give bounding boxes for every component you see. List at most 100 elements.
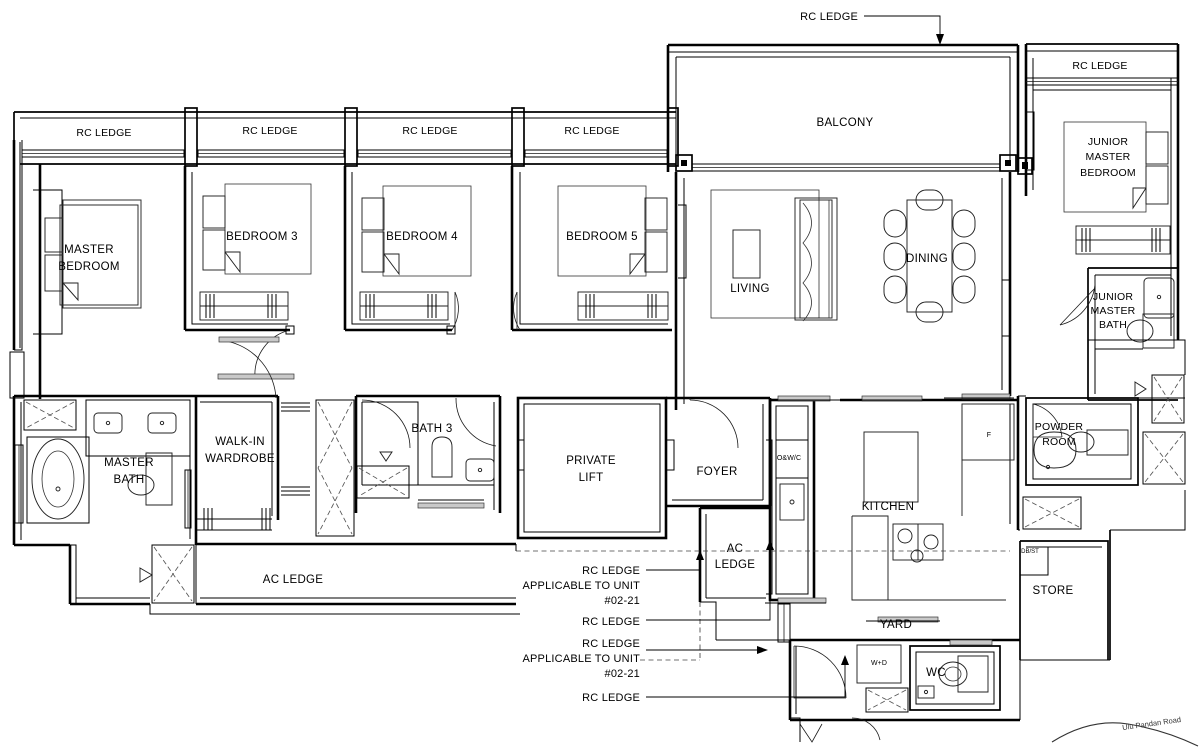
rc-ledge-label-1: RC LEDGE [76,127,131,139]
rc-ledge-leader-2 [646,540,774,621]
label-master-bedroom: MASTER BEDROOM [58,244,120,273]
room-label-yard: YARD [880,619,912,631]
rc-ledge-label-4: RC LEDGE [564,125,619,137]
rc-ledge-leader-4 [646,655,849,698]
rc-ledge-balcony-leader: RC LEDGE [800,11,944,45]
tile-panel-2 [1142,431,1186,485]
ac-ledge-left [149,542,520,615]
corridor-tile-strip [315,399,355,537]
annotation-rc-ledge-unit-1: RC LEDGE APPLICABLE TO UNIT #02-21 [522,565,640,607]
room-label-foyer: FOYER [696,466,737,478]
room-junior-master-bath [1059,267,1178,401]
fixture-label-fridge: F [987,432,991,439]
room-label-master-bedroom-l1: MASTER [64,244,114,256]
room-store [1019,530,1111,660]
shaft-o-and-wc [765,395,840,643]
room-label-kitchen: KITCHEN [862,501,915,513]
rc-ledge-label-5: RC LEDGE [1072,60,1127,72]
wardrobe-hatch-junior [1081,228,1161,252]
master-bath-shower-tile [23,399,77,431]
room-yard [788,638,1020,743]
furniture-living [710,189,838,322]
balcony-post-right [999,154,1017,172]
annotation-rc-ledge-2: RC LEDGE [582,616,640,628]
label-walk-in-wardrobe: WALK-IN WARDROBE [205,436,275,465]
wardrobe-hatch-bedroom5 [585,294,657,318]
room-label-wiw-l1: WALK-IN [215,436,265,448]
rc-ledge-leader-1 [646,550,704,571]
window-rails-top [21,149,668,158]
room-label-jmb-l2: MASTER [1086,151,1131,163]
label-private-lift: PRIVATE LIFT [566,455,616,484]
annotation-rc-ledge-unit-3: RC LEDGE APPLICABLE TO UNIT #02-21 [522,638,640,680]
furniture-dining [883,189,976,323]
bath3-shower-tile [356,465,410,499]
room-label-powder-l1: POWDER [1035,421,1084,433]
room-foyer [666,396,772,508]
room-label-jmb-l1: JUNIOR [1088,136,1129,148]
room-junior-master-bedroom [1017,43,1180,340]
room-powder-room [1025,397,1139,486]
room-label-bedroom-5: BEDROOM 5 [566,231,638,243]
room-label-balcony: BALCONY [816,117,873,129]
room-label-bedroom-3: BEDROOM 3 [226,231,298,243]
room-label-jmb-l3: BEDROOM [1080,167,1136,179]
room-bedroom-5 [510,166,672,332]
wardrobe-hatch-wiw-top [281,402,310,412]
annot-2-line-1: RC LEDGE [582,616,640,628]
annot-1-line-1: RC LEDGE [582,565,640,577]
room-label-ac-ledge-left: AC LEDGE [263,574,324,586]
tile-panel-3 [1022,496,1082,530]
room-label-wiw-l2: WARDROBE [205,453,275,465]
ulu-pandan-road: Ulu Pandan Road [1051,715,1199,747]
annot-3-line-3: #02-21 [605,668,640,680]
tile-panel-1 [1151,374,1185,424]
room-label-bath-3: BATH 3 [411,423,452,435]
right-tile-panels [1022,374,1186,530]
label-powder-room: POWDER ROOM [1035,421,1084,448]
room-label-store: STORE [1033,585,1074,597]
room-label-jmbath-l1: JUNIOR [1093,291,1134,303]
wardrobe-hatch-bedroom4 [365,294,437,318]
rc-ledge-leader-3 [646,646,768,654]
yard-tile [865,687,909,713]
fixture-label-washer-dryer: W+D [871,660,887,667]
room-label-bedroom-4: BEDROOM 4 [386,231,458,243]
annot-1-line-3: #02-21 [605,595,640,607]
room-private-lift [516,396,668,540]
rc-ledge-piers [184,107,679,167]
living-dining-shell [674,172,1012,410]
annot-3-line-2: APPLICABLE TO UNIT [522,653,640,665]
window-rail-bedroom4 [357,149,512,158]
label-junior-master-bedroom: JUNIOR MASTER BEDROOM [1080,136,1136,179]
wardrobe-hatch-bedroom3 [205,294,277,318]
room-label-master-bedroom-l2: BEDROOM [58,261,120,273]
room-bedroom-3 [183,166,312,380]
room-label-lift-l2: LIFT [579,472,604,484]
annotation-rc-ledge-balcony: RC LEDGE [800,11,858,23]
room-master-bath [12,394,198,606]
master-bath-exit-tile [139,544,195,604]
balcony-post-left [675,154,693,172]
room-label-master-bath-l2: BATH [113,474,144,486]
room-bedroom-4 [343,166,472,335]
room-balcony [666,43,1020,172]
outer-edges [515,339,1186,721]
room-label-powder-l2: ROOM [1042,436,1075,448]
room-walk-in-wardrobe [184,336,310,531]
annot-4-line-1: RC LEDGE [582,692,640,704]
annot-3-line-1: RC LEDGE [582,638,640,650]
fixture-label-db-st: DB/ST [1021,549,1039,555]
window-rail-master [21,149,185,158]
room-master-bedroom [33,164,142,399]
label-ac-ledge-middle: AC LEDGE [715,543,755,571]
room-label-lift-l1: PRIVATE [566,455,616,467]
annotation-rc-ledge-4: RC LEDGE [582,692,640,704]
wardrobe-hatch-wiw-bottom [281,486,310,496]
room-label-wc: WC [926,667,946,679]
rc-ledge-dashed-lines [516,550,1010,661]
label-junior-master-bath: JUNIOR MASTER BATH [1091,291,1136,331]
fixture-label-o-wc: O&W/C [777,455,801,462]
room-label-living: LIVING [730,283,770,295]
